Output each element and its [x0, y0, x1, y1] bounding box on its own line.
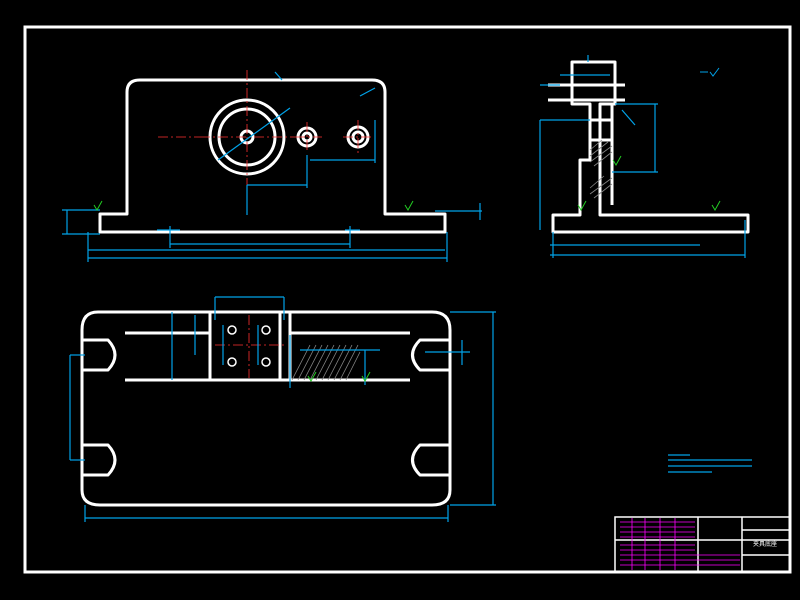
- front-view-centerlines: [158, 70, 373, 215]
- top-view[interactable]: [69, 296, 496, 522]
- top-view-dimensions: [69, 296, 496, 522]
- side-view[interactable]: [539, 55, 750, 258]
- technical-notes: [668, 454, 752, 473]
- sheet-frame: [23, 25, 792, 574]
- side-view-dimensions: [539, 55, 746, 258]
- side-view-roughness-marks: [577, 155, 721, 211]
- front-view-roughness-marks: [93, 200, 414, 211]
- top-view-bolt-holes: [227, 325, 271, 367]
- front-view-dimensions: [62, 71, 482, 262]
- front-view[interactable]: [62, 70, 482, 262]
- top-view-outline: [80, 310, 452, 507]
- side-view-outline: [548, 60, 750, 234]
- title-block-grid: [620, 518, 740, 570]
- side-view-hatching: [589, 139, 613, 199]
- front-view-outline: [98, 78, 447, 234]
- general-roughness-symbol: [700, 67, 720, 77]
- top-view-centerlines: [215, 315, 285, 378]
- title-block-drawing-name: 夹具底座: [753, 540, 777, 548]
- top-view-hatching: [291, 344, 361, 381]
- top-view-roughness-marks: [307, 371, 371, 382]
- title-block: 夹具底座: [614, 516, 791, 573]
